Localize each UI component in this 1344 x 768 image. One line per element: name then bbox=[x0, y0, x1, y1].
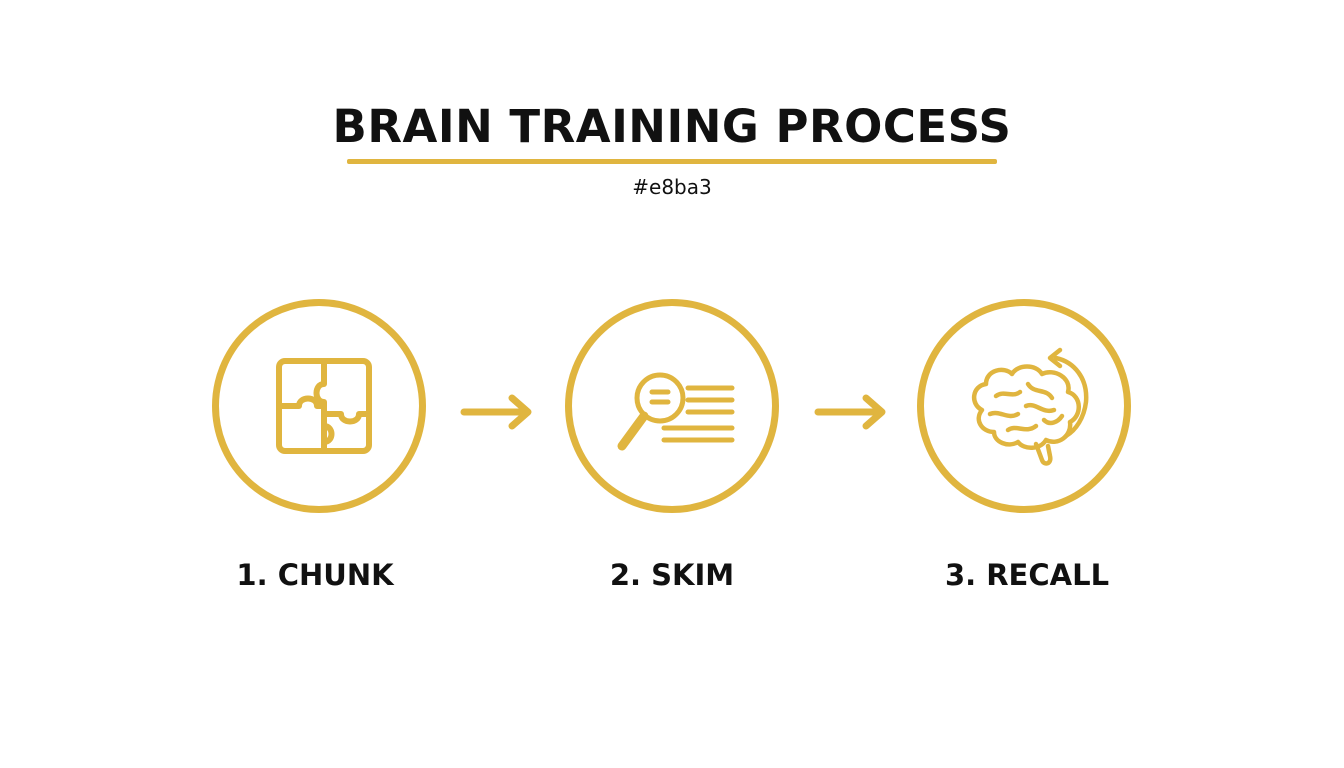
puzzle-icon bbox=[276, 358, 372, 454]
title-underline bbox=[347, 159, 997, 164]
step-2-label: 2. SKIM bbox=[609, 558, 735, 592]
brain-cycle-icon bbox=[972, 347, 1089, 466]
color-code-label: #e8ba3 bbox=[632, 175, 712, 199]
step-1-label: 1. CHUNK bbox=[236, 558, 394, 592]
step-1-circle bbox=[212, 299, 426, 513]
step-2-circle bbox=[565, 299, 779, 513]
page-title: BRAIN TRAINING PROCESS bbox=[332, 100, 1012, 153]
step-3-label: 3. RECALL bbox=[944, 558, 1110, 592]
step-3-circle bbox=[917, 299, 1131, 513]
magnifier-text-icon bbox=[617, 372, 735, 451]
arrow-1-icon bbox=[460, 394, 532, 430]
arrow-2-icon bbox=[814, 394, 886, 430]
